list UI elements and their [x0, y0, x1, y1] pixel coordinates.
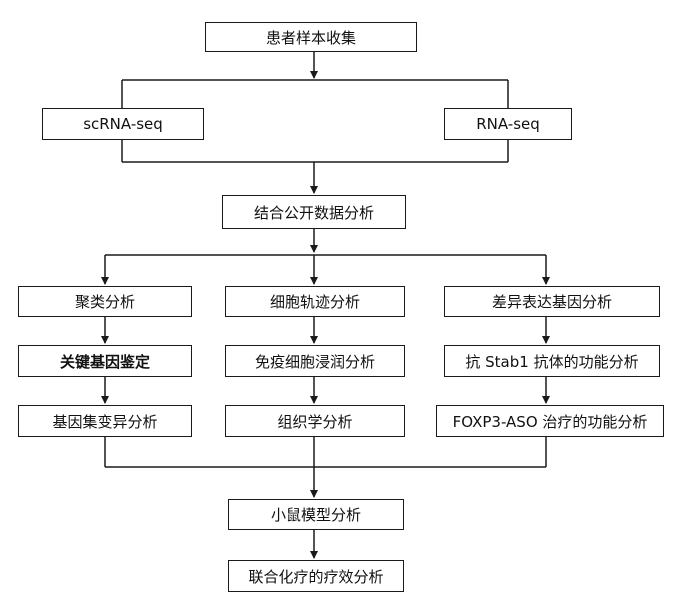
- node-stab1: 抗 Stab1 抗体的功能分析: [444, 345, 660, 377]
- node-mouse: 小鼠模型分析: [228, 499, 404, 530]
- node-histology: 组织学分析: [225, 405, 405, 437]
- node-scrna-seq: scRNA-seq: [42, 108, 204, 140]
- node-rna-seq: RNA-seq: [444, 108, 572, 140]
- node-keygene: 关键基因鉴定: [18, 345, 192, 377]
- node-geneset: 基因集变异分析: [18, 405, 192, 437]
- node-immune: 免疫细胞浸润分析: [225, 345, 405, 377]
- node-combo: 联合化疗的疗效分析: [228, 560, 404, 592]
- node-integrate: 结合公开数据分析: [222, 195, 406, 229]
- node-cluster: 聚类分析: [18, 286, 192, 317]
- node-foxp3: FOXP3-ASO 治疗的功能分析: [436, 405, 664, 437]
- node-trajectory: 细胞轨迹分析: [225, 286, 405, 317]
- node-collect: 患者样本收集: [205, 22, 417, 52]
- node-deg: 差异表达基因分析: [444, 286, 660, 317]
